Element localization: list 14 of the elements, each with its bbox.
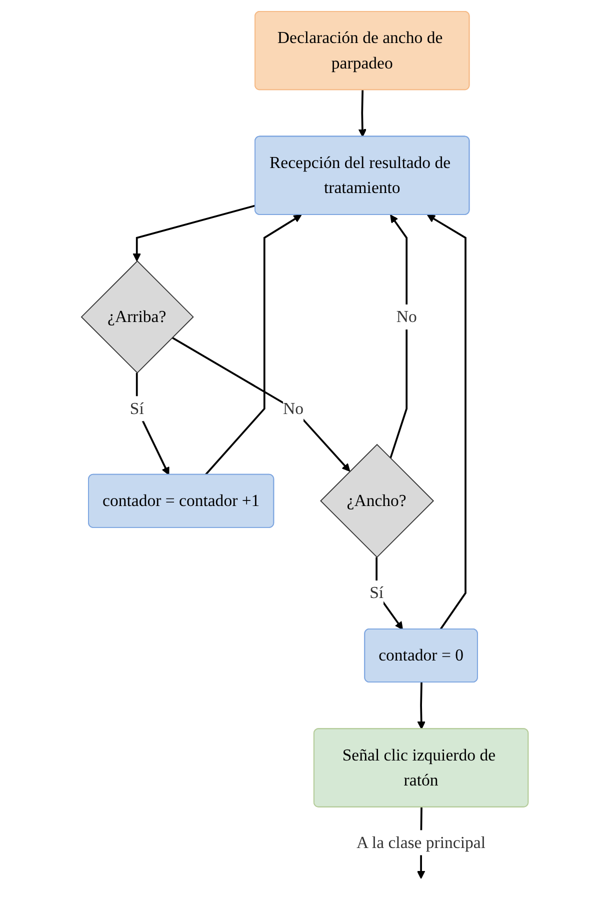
arrow: [132, 204, 256, 262]
edge-label: Sí: [369, 583, 384, 602]
arrow: [204, 214, 302, 476]
edge-label: No: [396, 307, 417, 326]
edge-label: A la clase principal: [356, 832, 486, 852]
arrow: [358, 90, 366, 138]
node-diamond: ¿Ancho?: [320, 444, 434, 558]
arrow: [416, 682, 426, 730]
arrow: [426, 214, 466, 630]
node-diamond: ¿Arriba?: [80, 260, 194, 374]
edge-label: No: [282, 398, 304, 418]
edge-label: Sí: [130, 398, 144, 418]
arrow: [171, 336, 350, 472]
arrow: [389, 214, 408, 459]
